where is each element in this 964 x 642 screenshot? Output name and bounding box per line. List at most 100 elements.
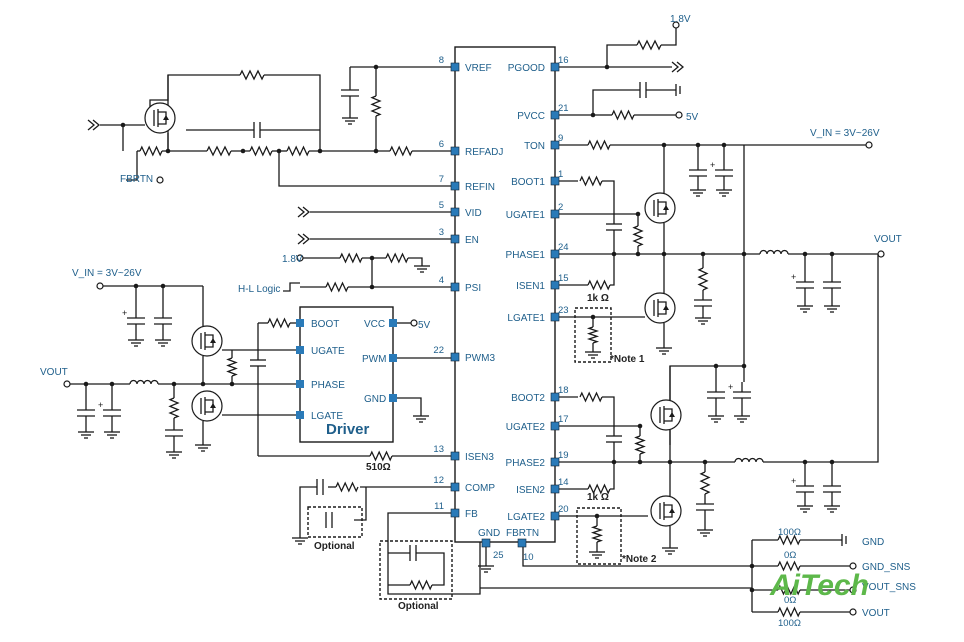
signal-arrow [302,233,311,245]
junction-dot [590,112,596,118]
mosfet-diode [669,412,675,417]
ic-right-pins: PGOOD16PVCC21TON9BOOT11UGATE12PHASE124IS… [506,55,569,523]
mosfet [144,102,176,134]
junction-dot [120,122,126,128]
ic-pin-label-psi: PSI [465,283,481,294]
resistor [385,252,409,264]
ic-pin-number-lgate1: 23 [558,305,569,316]
junction-dot [590,314,596,320]
ic-pin-number-phase2: 19 [558,450,569,461]
ic-pin-number-pwm3: 22 [433,345,444,356]
ic-pin-number-boot1: 1 [558,169,563,180]
ic-pin-isen3 [450,451,460,461]
junction-dot [369,255,375,261]
ic-pin-number-fb: 11 [434,501,444,512]
optional-fb-box [379,540,453,600]
ic-pin-label-isen3: ISEN3 [465,452,494,463]
ic-pin-number-isen1: 15 [558,273,569,284]
terminal [849,562,857,570]
junction-dot [829,251,835,257]
mosfet-diode [663,205,669,210]
resistor [335,481,359,493]
optional-fb-label: Optional [398,601,439,612]
junction-dot [160,283,166,289]
terminal [865,141,873,149]
ic-pin-number-en: 3 [439,227,444,238]
resistor [777,534,801,546]
ic-pin-number-refin: 7 [439,174,444,185]
signal-arrow [297,206,306,218]
resistor [587,139,611,151]
ic-pin-refadj [450,146,460,156]
resistor [339,252,363,264]
ic-pin-number-pvcc: 21 [558,103,569,114]
resistor [168,397,180,419]
ic-pin-label-fb: FB [465,509,478,520]
signal-arrow [302,206,311,218]
label-1k-lower: 1k Ω [587,492,609,503]
junction-dot [695,142,701,148]
net-1v8-top: 1.8V [670,14,691,25]
ic-pin-label-pgood: PGOOD [508,63,545,74]
pin-fbrtn-number: 10 [523,552,534,563]
mosfet [650,495,682,527]
ic-pin-label-ton: TON [524,141,545,152]
sense-net-gndsns: GND_SNS [862,562,911,573]
ic-pin-label-boot2: BOOT2 [511,393,545,404]
signal-arrow [671,61,680,73]
ic-pin-boot1 [550,176,560,186]
signal-arrow [92,119,101,131]
mosfet-diode [663,305,669,310]
components-layer: ++++++ [77,39,847,618]
junction-dot [721,142,727,148]
wire [606,44,637,67]
pin-gnd-number: 25 [493,550,504,561]
junction-dot [637,459,643,465]
resistor [587,483,611,495]
ic-pin-lgate1 [550,312,560,322]
wire [126,151,138,181]
junction-dot [829,459,835,465]
driver-pin-phase: PHASE [311,380,345,391]
wires-layer [63,21,885,616]
resistor [370,95,382,117]
ic-pin-psi [450,282,460,292]
signal-arrow [676,61,685,73]
ic-pin-label-isen2: ISEN2 [516,485,545,496]
inductor [734,457,764,463]
label-1k-upper: 1k Ω [587,293,609,304]
driver-ic [299,306,394,443]
resistor [239,69,265,81]
ic-pin-pgood [550,62,560,72]
capacitor-polarity: + [791,272,796,282]
driver-pins: BOOT UGATE PHASE LGATE VCC PWM GND [296,319,397,422]
resistor [777,606,801,618]
capacitor-polarity: + [98,400,103,410]
sense-res-vout: 100Ω [778,618,801,629]
ic-pin-number-vid: 5 [439,200,444,211]
ic-pin-vref [450,62,460,72]
driver-pin-lgate: LGATE [311,411,343,422]
junction-dot [369,284,375,290]
ic-pin-refin [450,181,460,191]
sense-net-gnd: GND [862,537,884,548]
capacitor-polarity: + [122,308,127,318]
ic-pin-number-refadj: 6 [439,139,444,150]
ic-pin-label-en: EN [465,235,479,246]
ic-pin-en [450,234,460,244]
wire [354,487,367,521]
ic-pin-number-comp: 12 [433,475,444,486]
capacitor-polarity: + [728,382,733,392]
mosfet-diode [210,338,216,343]
driver-pin-vcc: VCC [364,319,385,330]
ic-pin-boot2 [550,392,560,402]
net-hl-logic: H-L Logic [238,284,280,295]
signal-arrow [87,119,96,131]
ic-pin-ugate2 [550,421,560,431]
wire [149,75,169,108]
watermark-logo: AiTech [769,569,869,602]
ic-pin-lgate2 [550,511,560,521]
net-fbrtn: FBRTN [120,174,153,185]
ic-pin-isen1 [550,280,560,290]
